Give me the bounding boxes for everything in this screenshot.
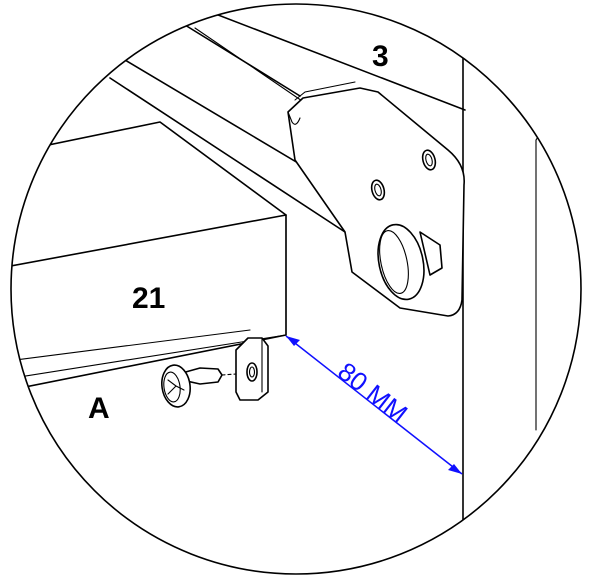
dimension-label: 80 MM	[332, 356, 413, 429]
mounting-tab	[235, 337, 269, 401]
part-21-label: 21	[132, 282, 165, 315]
part-3-label: 3	[372, 40, 389, 73]
rail-part-3	[109, 7, 466, 317]
knob-icon	[377, 223, 443, 301]
side-panel	[462, 4, 556, 574]
dimension-80mm: 80 MM	[285, 335, 463, 475]
screw-a-label: A	[88, 392, 110, 425]
detail-content: 80 MM	[11, 4, 556, 574]
detail-circle-border	[10, 3, 582, 575]
screw-icon	[161, 364, 237, 408]
bracket-holes	[370, 149, 437, 201]
shelf-part-21	[11, 121, 287, 401]
